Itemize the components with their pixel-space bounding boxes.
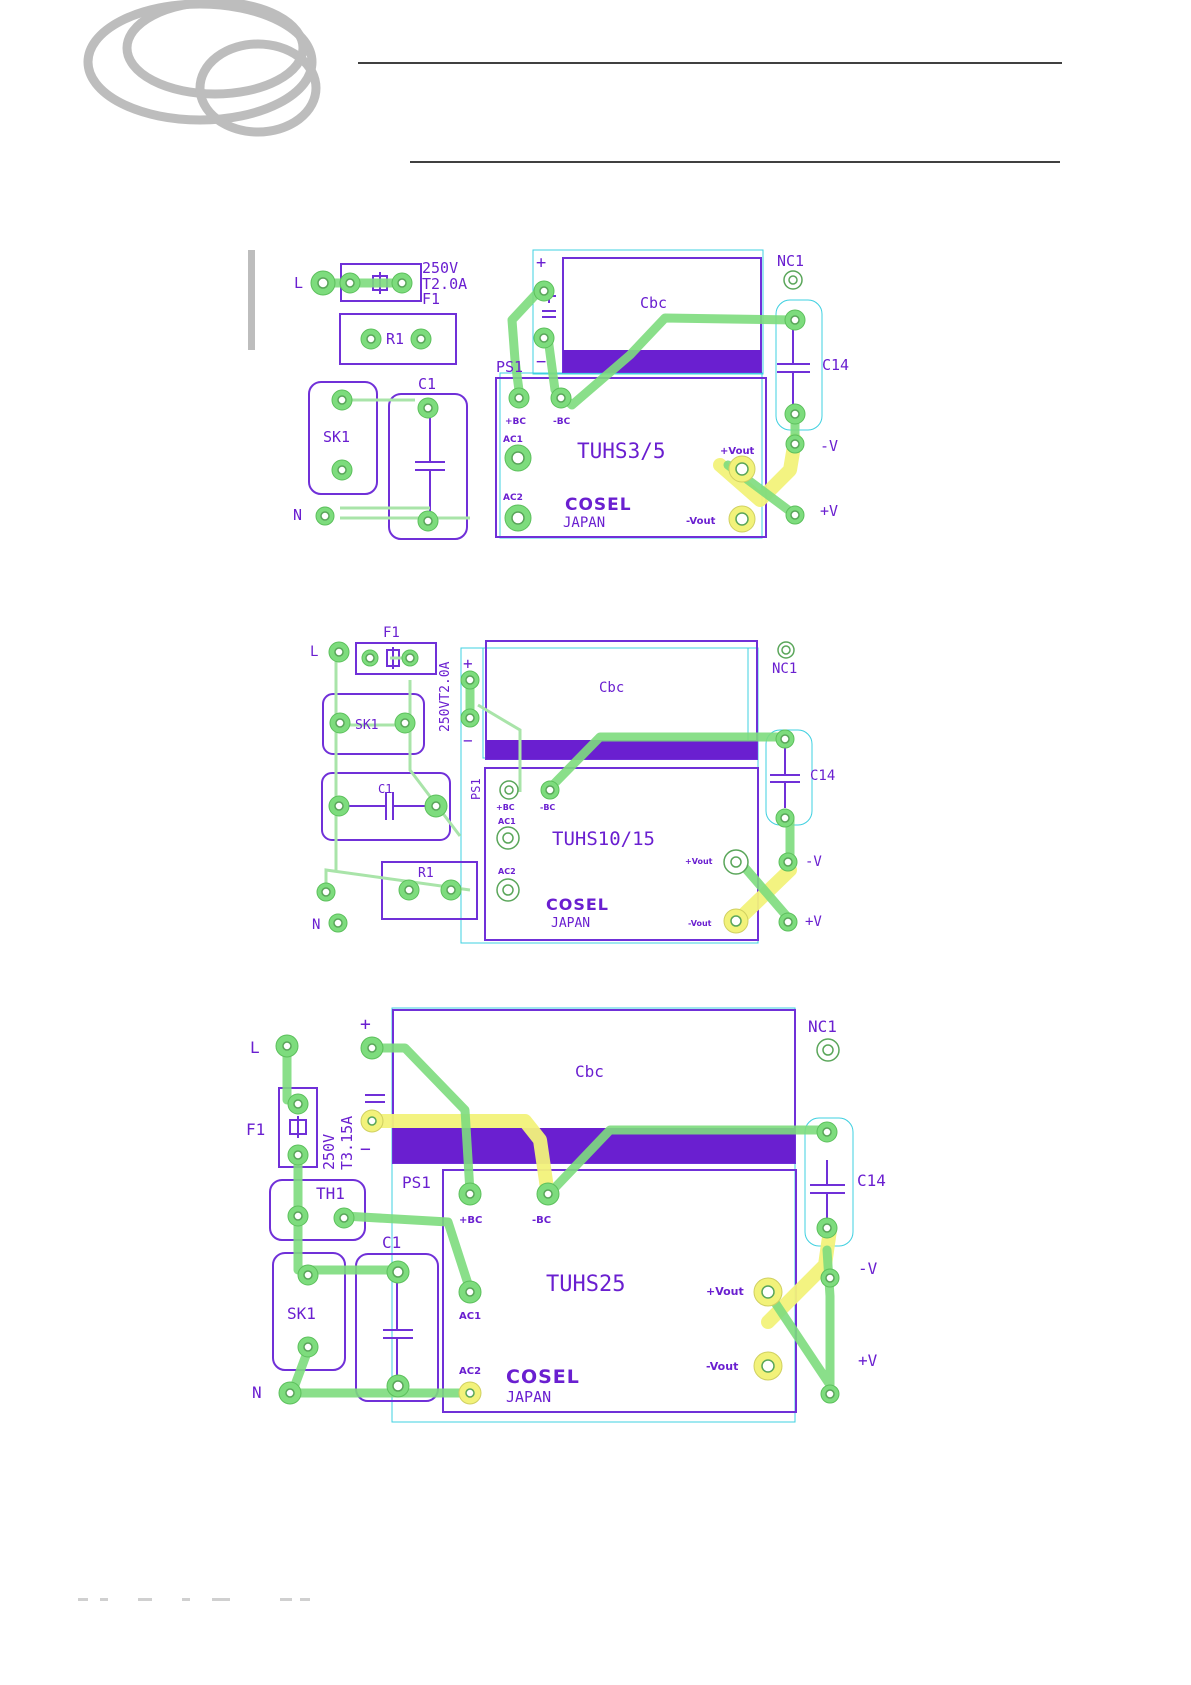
label-plus-bc: +BC bbox=[505, 417, 526, 427]
label-cap-out: C14 bbox=[810, 768, 835, 784]
cap-in-outline bbox=[355, 1253, 439, 1402]
label-ac2: AC2 bbox=[498, 867, 516, 876]
label-cap-in: C1 bbox=[382, 1233, 401, 1252]
fuse-outline bbox=[355, 642, 437, 675]
label-fuse-rating-2: T2.0A bbox=[422, 275, 467, 293]
brand-logo: COSEL bbox=[506, 1366, 580, 1388]
label-l: L bbox=[294, 274, 303, 292]
resistor-outline bbox=[381, 861, 478, 920]
label-minus: − bbox=[360, 1139, 371, 1160]
label-n: N bbox=[252, 1383, 262, 1402]
label-ac1: AC1 bbox=[459, 1311, 481, 1322]
label-ps: PS1 bbox=[496, 358, 523, 376]
label-minus-bc: -BC bbox=[532, 1215, 551, 1226]
header bbox=[83, 0, 1062, 350]
label-cap-out: C14 bbox=[857, 1171, 886, 1190]
label-fuse-rating-1: 250V bbox=[320, 1134, 338, 1170]
cap-bulk-band bbox=[563, 350, 761, 372]
module-outline bbox=[484, 767, 759, 941]
surge-outline bbox=[308, 381, 378, 495]
label-ac2: AC2 bbox=[503, 493, 523, 503]
label-l: L bbox=[250, 1038, 260, 1057]
label-resistor: R1 bbox=[418, 866, 434, 881]
surge-outline bbox=[322, 693, 425, 755]
brand-logo-icon bbox=[83, 0, 321, 137]
thermistor-outline bbox=[269, 1179, 366, 1241]
cap-in-outline bbox=[321, 772, 451, 841]
label-plus-v: +V bbox=[858, 1351, 878, 1370]
brand-logo: COSEL bbox=[546, 895, 609, 914]
label-fuse-rating: 250VT2.0A bbox=[438, 661, 453, 732]
cap-in-outline bbox=[388, 393, 468, 540]
label-plus-vout: +Vout bbox=[706, 1285, 744, 1298]
label-cap-bulk: Cbc bbox=[640, 294, 667, 312]
brand-sub: JAPAN bbox=[551, 916, 590, 931]
pcb-layout-tuhs10-15: L F1 250VT2.0A SK1 C1 R1 Cbc C14 NC1 PS1… bbox=[310, 625, 835, 944]
label-plus-vout: +Vout bbox=[720, 446, 755, 457]
label-surge: SK1 bbox=[323, 428, 350, 446]
label-fuse-rating-2: T3.15A bbox=[338, 1116, 356, 1170]
module-outline bbox=[495, 377, 767, 538]
label-cap-out: C14 bbox=[822, 356, 849, 374]
resistor-outline bbox=[339, 313, 457, 365]
label-cap-in: C1 bbox=[418, 375, 436, 393]
module-name: TUHS25 bbox=[546, 1272, 625, 1297]
label-minus-vout: -Vout bbox=[688, 919, 712, 928]
label-minus-vout: -Vout bbox=[706, 1360, 738, 1373]
label-n: N bbox=[293, 506, 302, 524]
label-surge: SK1 bbox=[355, 718, 378, 733]
label-n: N bbox=[312, 917, 320, 933]
label-cap-in: C1 bbox=[378, 782, 392, 796]
side-marker bbox=[248, 250, 255, 350]
label-minus-bc: -BC bbox=[553, 417, 571, 427]
label-nc: NC1 bbox=[808, 1017, 837, 1036]
label-fuse-rating-1: 250V bbox=[422, 259, 458, 277]
pads bbox=[310, 270, 806, 533]
label-minus-vout: -Vout bbox=[686, 516, 716, 527]
label-minus-v: -V bbox=[805, 854, 822, 870]
label-plus: + bbox=[536, 253, 546, 273]
label-plus-bc: +BC bbox=[496, 803, 515, 812]
pads bbox=[316, 641, 798, 934]
label-cap-bulk: Cbc bbox=[575, 1062, 604, 1081]
label-cap-bulk: Cbc bbox=[599, 680, 624, 696]
label-fuse: F1 bbox=[422, 290, 440, 308]
module-name: TUHS10/15 bbox=[552, 828, 655, 850]
label-surge: SK1 bbox=[287, 1304, 316, 1323]
label-minus: − bbox=[463, 731, 473, 750]
label-resistor: R1 bbox=[386, 330, 404, 348]
label-ac2: AC2 bbox=[459, 1366, 481, 1377]
label-fuse: F1 bbox=[383, 625, 400, 641]
label-ps: PS1 bbox=[469, 778, 483, 800]
label-nc: NC1 bbox=[772, 661, 797, 677]
cap-bulk-band bbox=[486, 740, 757, 759]
label-ac1: AC1 bbox=[503, 435, 523, 445]
pcb-layout-tuhs3-5: L 250V T2.0A F1 R1 SK1 C1 Cbc C14 NC1 PS… bbox=[293, 249, 849, 540]
surge-outline bbox=[272, 1252, 346, 1371]
label-plus: + bbox=[463, 654, 473, 673]
label-plus-vout: +Vout bbox=[685, 857, 713, 866]
module-name: TUHS3/5 bbox=[577, 439, 666, 463]
pads bbox=[275, 1034, 840, 1405]
brand-logo: COSEL bbox=[565, 495, 632, 515]
label-plus: + bbox=[360, 1014, 371, 1035]
label-minus-v: -V bbox=[858, 1259, 878, 1278]
brand-sub: JAPAN bbox=[563, 515, 605, 531]
pcb-layout-tuhs25: L F1 250V T3.15A TH1 SK1 C1 Cbc C14 NC1 … bbox=[246, 1007, 886, 1423]
label-nc: NC1 bbox=[777, 252, 804, 270]
label-l: L bbox=[310, 644, 318, 660]
label-minus: − bbox=[536, 352, 546, 372]
label-ps: PS1 bbox=[402, 1173, 431, 1192]
label-plus-bc: +BC bbox=[459, 1215, 482, 1226]
label-minus-v: -V bbox=[820, 437, 838, 455]
label-plus-v: +V bbox=[820, 502, 838, 520]
label-minus-bc: -BC bbox=[540, 803, 555, 812]
label-ac1: AC1 bbox=[498, 817, 516, 826]
label-thermistor: TH1 bbox=[316, 1184, 345, 1203]
footer-marks bbox=[78, 1598, 310, 1601]
label-plus-v: +V bbox=[805, 914, 822, 930]
label-fuse: F1 bbox=[246, 1120, 265, 1139]
brand-sub: JAPAN bbox=[506, 1388, 551, 1406]
